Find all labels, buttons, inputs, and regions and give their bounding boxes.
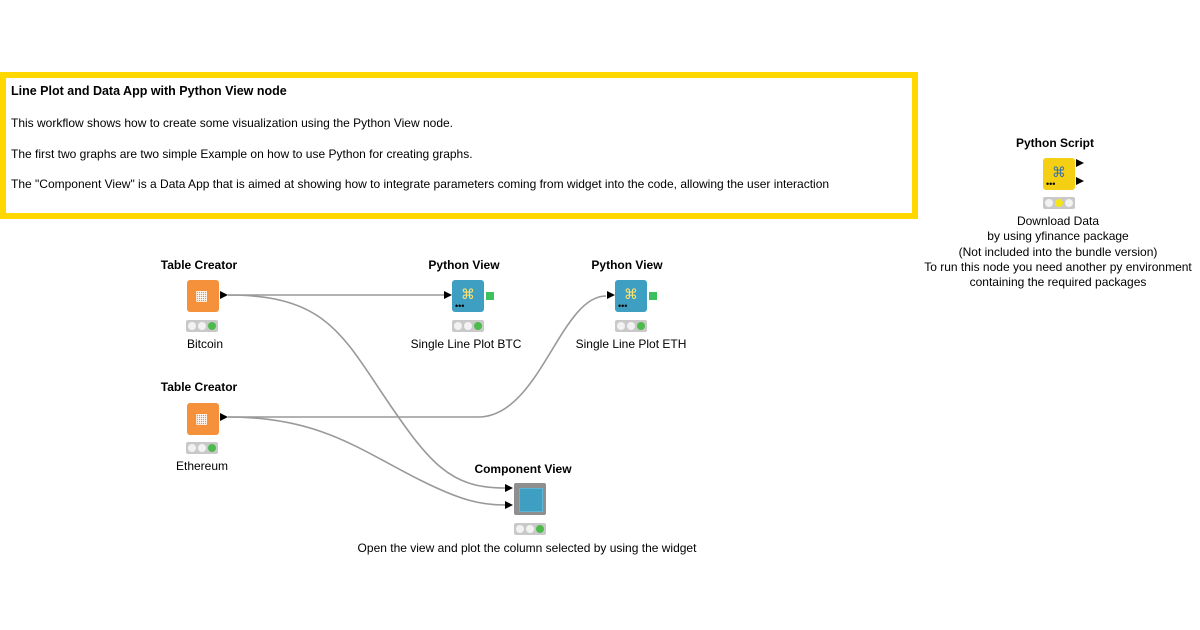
status-lights bbox=[452, 320, 484, 332]
status-lights bbox=[1043, 197, 1075, 209]
status-lights bbox=[186, 442, 218, 454]
node-title: Table Creator bbox=[160, 258, 238, 272]
node-title: Table Creator bbox=[160, 380, 238, 394]
annotation-title: Line Plot and Data App with Python View … bbox=[11, 84, 287, 98]
node-title: Python Script bbox=[1015, 136, 1095, 150]
node-label: Ethereum bbox=[175, 459, 229, 473]
python-icon[interactable]: ⌘ ••• bbox=[452, 280, 484, 312]
node-label: (Not included into the bundle version) bbox=[958, 245, 1158, 259]
input-port[interactable] bbox=[607, 291, 615, 299]
python-icon[interactable]: ⌘ ••• bbox=[615, 280, 647, 312]
annotation-line: The first two graphs are two simple Exam… bbox=[11, 147, 473, 161]
output-port-2[interactable] bbox=[1076, 177, 1084, 185]
node-label: Single Line Plot ETH bbox=[575, 337, 687, 351]
input-port-2[interactable] bbox=[505, 501, 513, 509]
node-title: Python View bbox=[591, 258, 663, 272]
node-label: Bitcoin bbox=[186, 337, 224, 351]
connection-eth-to-component bbox=[227, 416, 506, 506]
component-screen-icon bbox=[519, 488, 543, 512]
python-icon[interactable]: ⌘ ••• bbox=[1043, 158, 1075, 190]
status-lights bbox=[615, 320, 647, 332]
config-dots-icon: ••• bbox=[1046, 179, 1056, 189]
output-port[interactable] bbox=[220, 413, 228, 421]
node-title: Python View bbox=[428, 258, 500, 272]
status-lights bbox=[186, 320, 218, 332]
node-label: Open the view and plot the column select… bbox=[357, 541, 697, 555]
input-port[interactable] bbox=[444, 291, 452, 299]
workflow-annotation[interactable]: Line Plot and Data App with Python View … bbox=[0, 72, 918, 219]
table-icon[interactable]: ▦ bbox=[187, 280, 219, 312]
node-label: To run this node you need another py env… bbox=[924, 260, 1192, 274]
python-logo-icon: ⌘ bbox=[624, 286, 638, 302]
annotation-line: The "Component View" is a Data App that … bbox=[11, 177, 830, 191]
grid-icon: ▦ bbox=[195, 287, 209, 303]
input-port-1[interactable] bbox=[505, 484, 513, 492]
python-logo-icon: ⌘ bbox=[1052, 164, 1066, 180]
component-icon[interactable] bbox=[514, 483, 546, 515]
grid-icon: ▦ bbox=[195, 410, 209, 426]
config-dots-icon: ••• bbox=[618, 301, 628, 311]
python-logo-icon: ⌘ bbox=[461, 286, 475, 302]
output-port[interactable] bbox=[220, 291, 228, 299]
view-port[interactable] bbox=[486, 292, 494, 300]
node-label: by using yfinance package bbox=[987, 229, 1129, 243]
node-label: containing the required packages bbox=[969, 275, 1147, 289]
output-port-1[interactable] bbox=[1076, 159, 1084, 167]
annotation-line: This workflow shows how to create some v… bbox=[11, 116, 454, 130]
connection-btc-to-component bbox=[227, 294, 506, 489]
config-dots-icon: ••• bbox=[455, 301, 465, 311]
node-label: Download Data bbox=[1016, 214, 1100, 228]
view-port[interactable] bbox=[649, 292, 657, 300]
node-label: Single Line Plot BTC bbox=[410, 337, 522, 351]
node-title: Component View bbox=[474, 462, 572, 476]
status-lights bbox=[514, 523, 546, 535]
table-icon[interactable]: ▦ bbox=[187, 403, 219, 435]
connection-eth-to-pyview-eth bbox=[228, 295, 607, 418]
